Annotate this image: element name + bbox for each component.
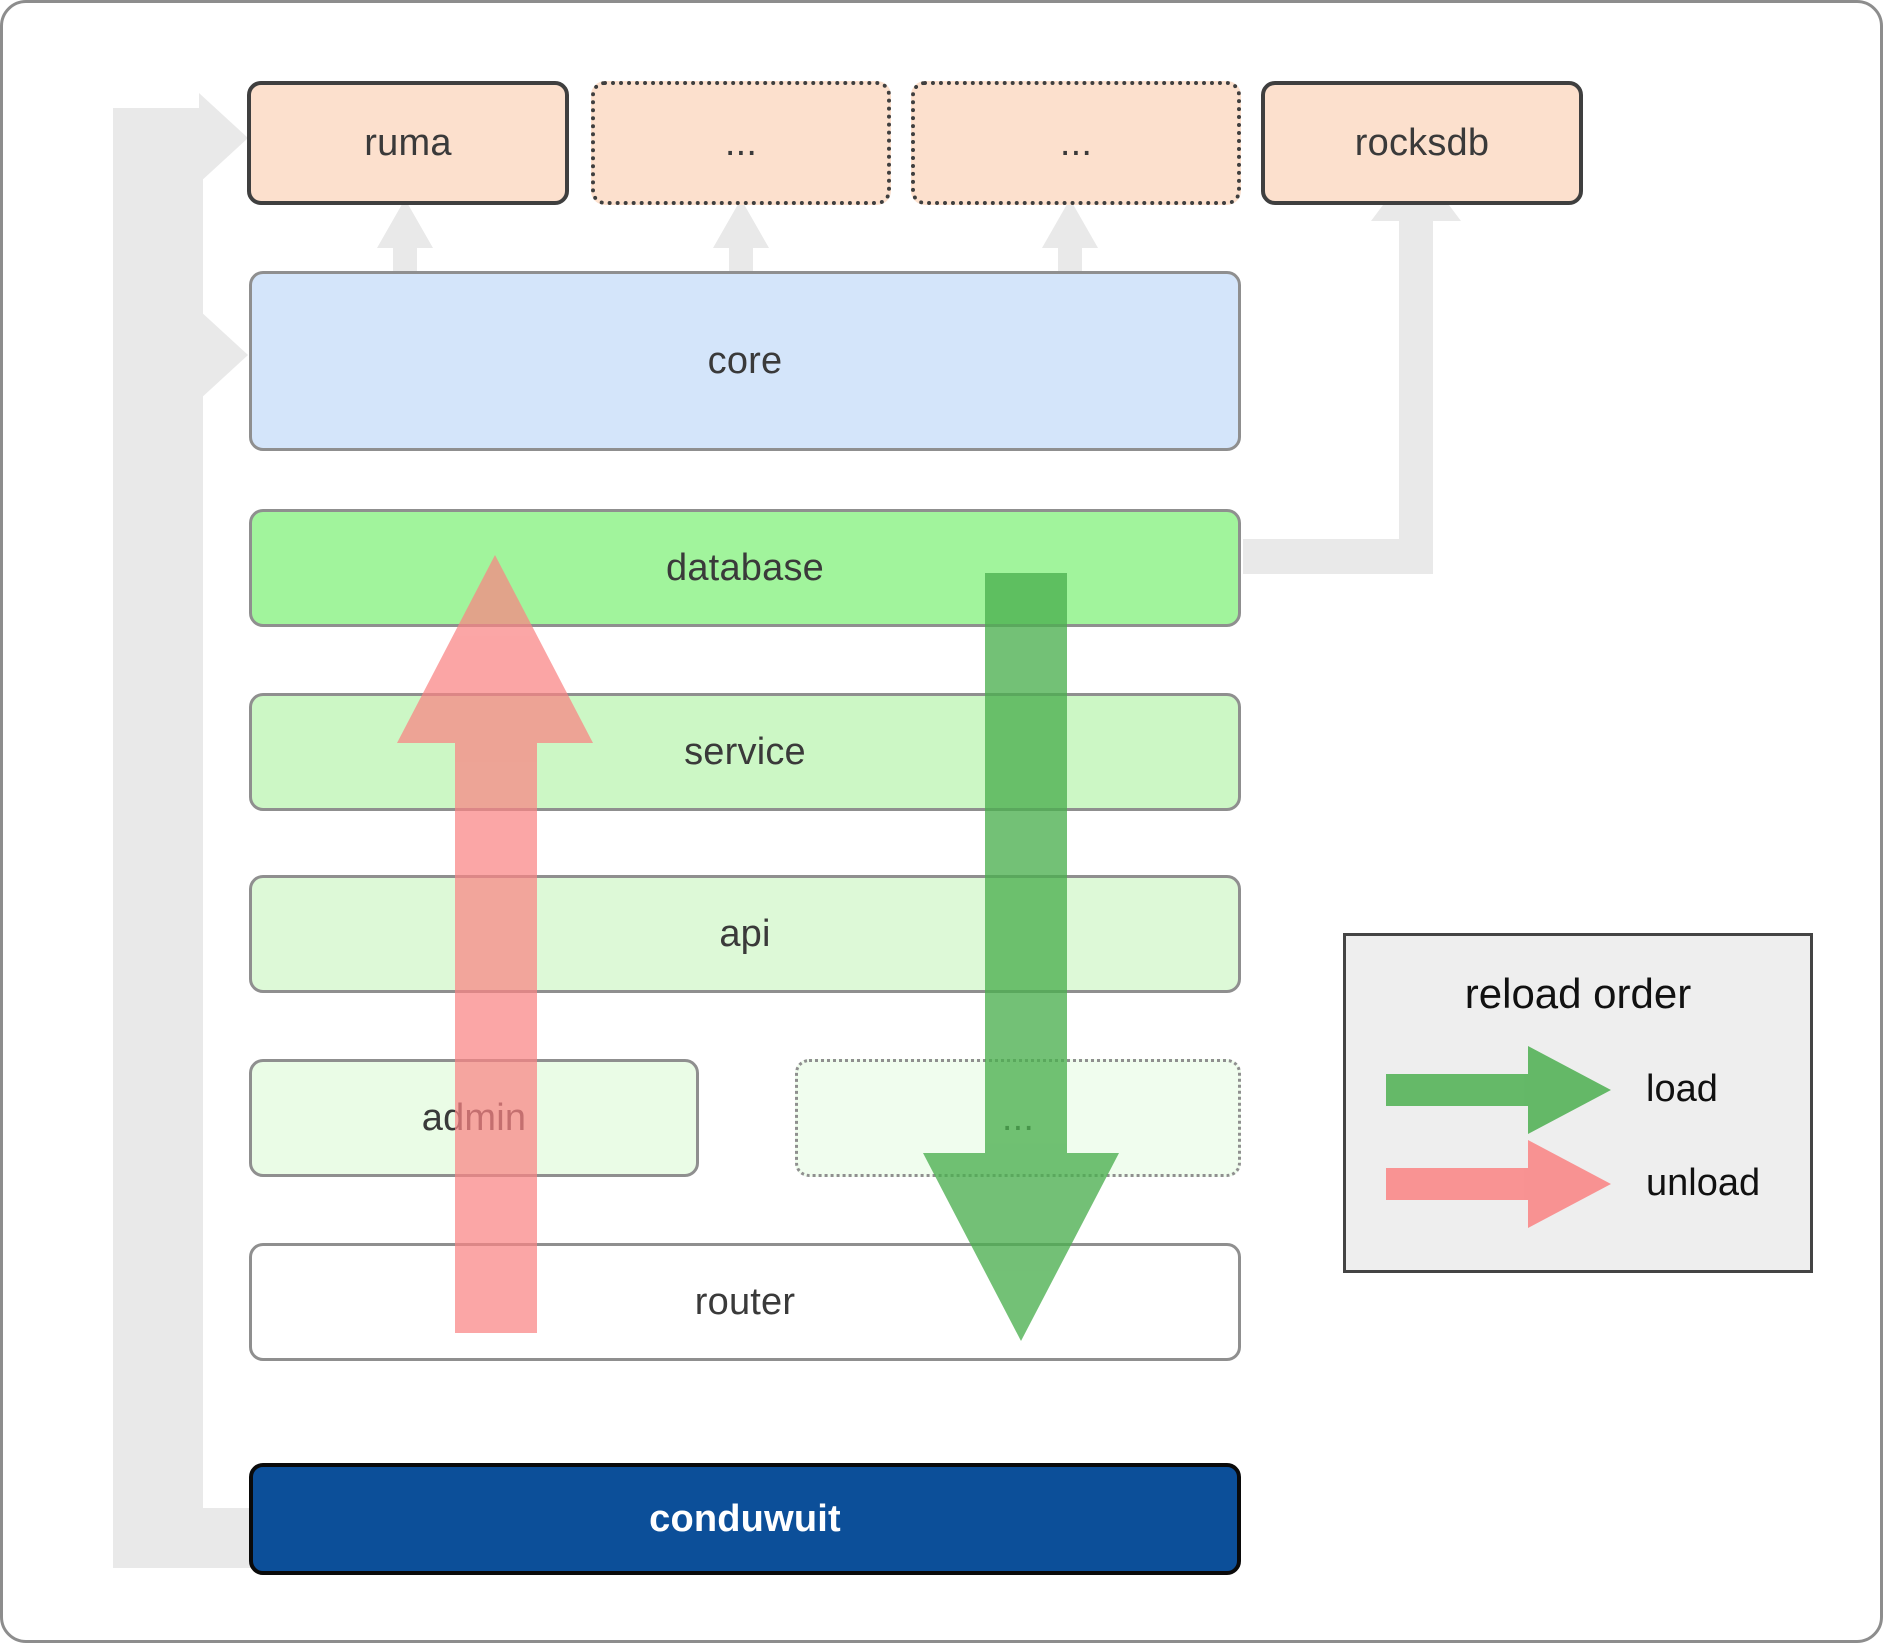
- crate-label-rocksdb: rocksdb: [1354, 121, 1490, 164]
- legend-unload-arrow: [1386, 1140, 1611, 1228]
- legend-title: reload order: [1464, 970, 1692, 1017]
- legend-label-unload: unload: [1646, 1162, 1761, 1204]
- layer-label-database: database: [666, 546, 824, 589]
- connector-sub-trunk: [147, 138, 181, 348]
- connector-arm-conduwuit: [113, 1508, 251, 1568]
- layer-label-core: core: [707, 339, 783, 382]
- layer-label-admin-ellipsis: ...: [1001, 1096, 1035, 1139]
- connector-layer: [113, 93, 1461, 1568]
- crate-label-ellipsis-2: ...: [1059, 121, 1093, 164]
- connector-arrowhead-core: [199, 310, 248, 400]
- connector-database-to-rocksdb: [1243, 539, 1419, 574]
- layer-label-api: api: [719, 912, 771, 955]
- layer-box-admin[interactable]: admin: [249, 1059, 699, 1177]
- crate-box-ellipsis-2[interactable]: ...: [911, 81, 1241, 205]
- legend-panel: reload order load unload: [1343, 933, 1813, 1273]
- crate-label-ruma: ruma: [364, 121, 452, 164]
- layer-box-api[interactable]: api: [249, 875, 1241, 993]
- binary-label-conduwuit: conduwuit: [649, 1497, 841, 1540]
- legend-load-arrow: [1386, 1046, 1611, 1134]
- layer-box-database[interactable]: database: [249, 509, 1241, 627]
- connector-arrowhead-ruma: [199, 93, 248, 183]
- layer-label-admin: admin: [421, 1096, 527, 1139]
- crate-box-rocksdb[interactable]: rocksdb: [1261, 81, 1583, 205]
- legend-label-load: load: [1646, 1068, 1718, 1110]
- layer-box-core[interactable]: core: [249, 271, 1241, 451]
- layer-box-router[interactable]: router: [249, 1243, 1241, 1361]
- layer-box-admin-ellipsis[interactable]: ...: [795, 1059, 1241, 1177]
- legend-arrow-graphics: [1386, 1046, 1611, 1228]
- binary-box-conduwuit[interactable]: conduwuit: [249, 1463, 1241, 1575]
- layer-box-service[interactable]: service: [249, 693, 1241, 811]
- layer-label-router: router: [694, 1280, 796, 1323]
- layer-label-service: service: [684, 730, 806, 773]
- gray-connectors: [113, 93, 1461, 1568]
- crate-label-ellipsis-1: ...: [724, 121, 758, 164]
- connector-trunk: [113, 108, 147, 1568]
- connector-rocksdb-riser: [1399, 218, 1433, 574]
- crate-box-ruma[interactable]: ruma: [247, 81, 569, 205]
- crate-box-ellipsis-1[interactable]: ...: [591, 81, 891, 205]
